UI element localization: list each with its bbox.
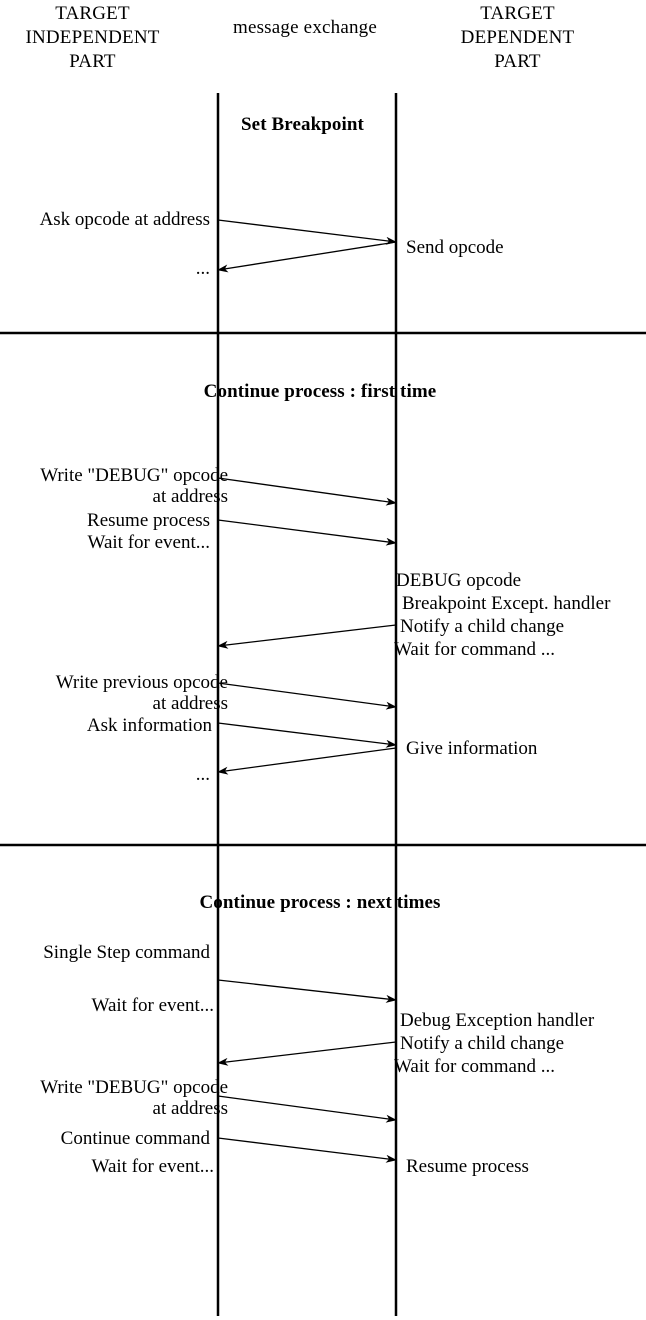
message-label-2-0: Single Step command	[43, 942, 210, 963]
message-arrow-1-4	[217, 722, 397, 748]
message-label-1-1: Resume process	[87, 510, 210, 531]
message-label-2-3: Notify a child change	[400, 1033, 565, 1054]
section-title-continue-process-next-times: Continue process : next times	[199, 892, 441, 913]
column-header-target-dependent-part: TARGET DEPENDENT PART	[460, 3, 575, 72]
section-title-set-breakpoint: Set Breakpoint	[241, 114, 364, 135]
message-arrow-1-5	[217, 747, 397, 775]
message-label-1-10: Give information	[406, 738, 538, 759]
message-label-0-2: Send opcode	[406, 237, 504, 258]
section-title-continue-process-first-time: Continue process : first time	[203, 381, 437, 402]
message-label-1-9: ...	[195, 764, 210, 785]
message-label-0-0: Ask opcode at address	[39, 209, 210, 230]
message-label-2-6: Continue command	[60, 1128, 210, 1149]
message-label-2-4: Wait for command ...	[394, 1056, 555, 1077]
message-arrow-0-0	[217, 219, 397, 245]
message-arrow-0-1	[217, 241, 397, 273]
message-label-1-7: Write previous opcode at address	[55, 672, 228, 714]
message-label-1-2: Wait for event...	[87, 532, 210, 553]
message-label-0-1: ...	[195, 258, 210, 279]
column-header-target-independent-part: TARGET INDEPENDENT PART	[25, 3, 160, 72]
lifelines-group	[216, 93, 398, 1316]
message-arrow-2-2	[217, 1095, 397, 1123]
column-header-message-exchange: message exchange	[232, 17, 378, 38]
message-label-1-6: Wait for command ...	[394, 639, 555, 660]
message-label-1-4: Breakpoint Except. handler	[402, 593, 611, 614]
message-label-2-1: Wait for event...	[91, 995, 214, 1016]
message-arrow-1-0	[217, 477, 397, 506]
message-label-2-7: Wait for event...	[91, 1156, 214, 1177]
message-arrow-2-3	[217, 1137, 397, 1163]
message-label-1-0: Write "DEBUG" opcode at address	[40, 465, 228, 507]
message-label-2-8: Resume process	[406, 1156, 529, 1177]
message-arrow-2-0	[217, 979, 397, 1003]
message-arrow-1-3	[217, 682, 397, 710]
message-arrow-2-1	[217, 1041, 397, 1066]
message-label-1-3: DEBUG opcode	[396, 570, 522, 591]
message-arrows-group	[217, 219, 397, 1163]
message-label-1-5: Notify a child change	[400, 616, 565, 637]
message-label-2-2: Debug Exception handler	[400, 1010, 595, 1031]
message-label-1-8: Ask information	[86, 715, 212, 736]
message-arrow-1-2	[217, 624, 397, 649]
message-label-2-5: Write "DEBUG" opcode at address	[40, 1077, 228, 1119]
message-arrow-1-1	[217, 519, 397, 546]
